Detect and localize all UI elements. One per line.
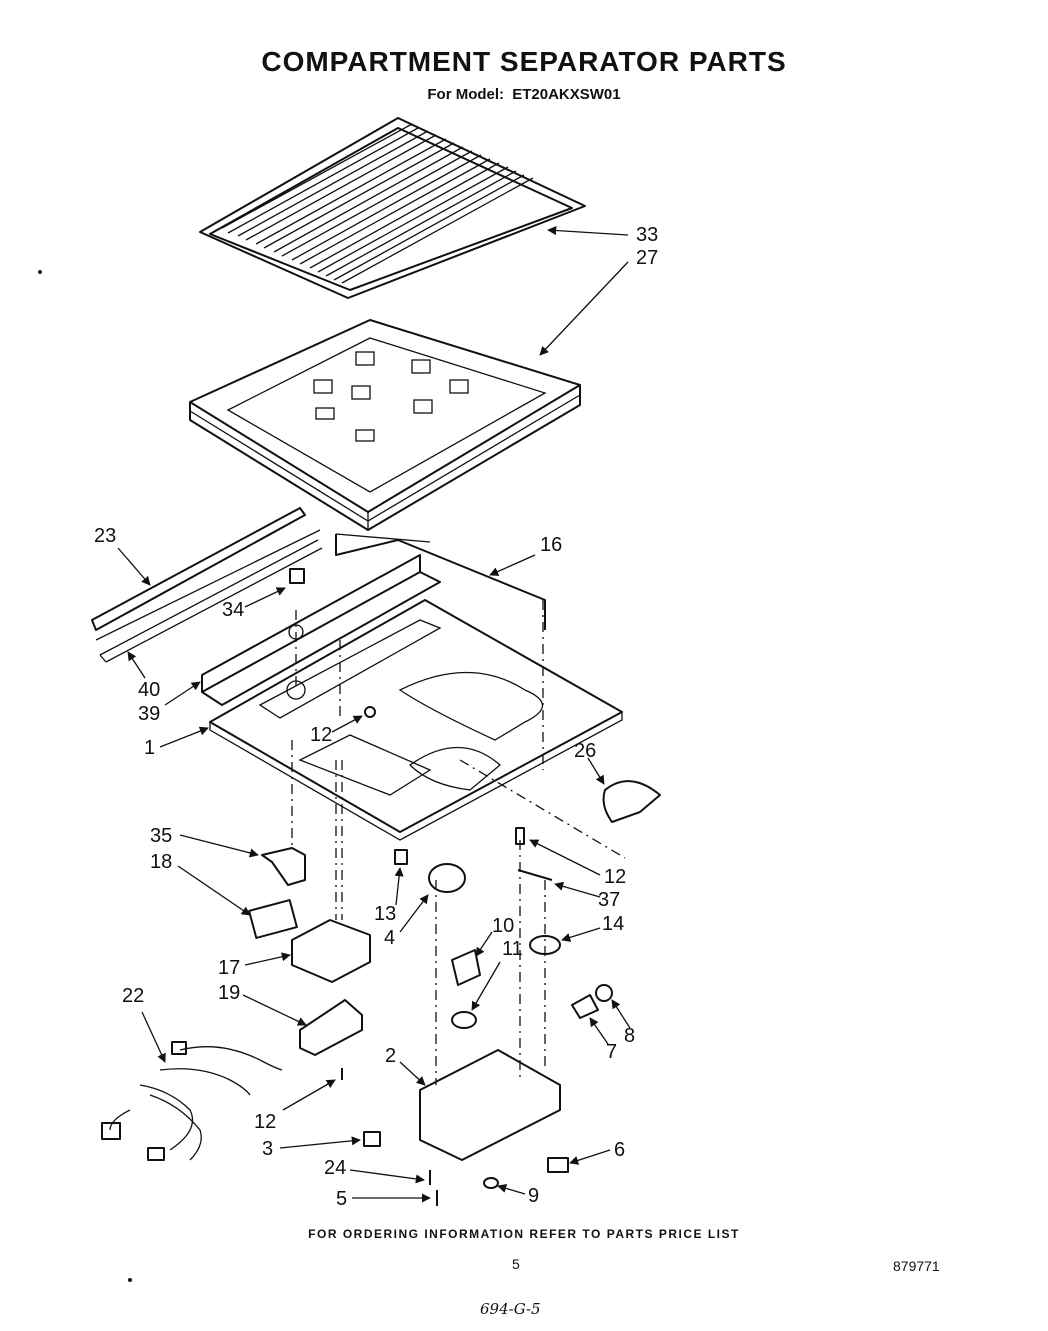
callout-22: 22 (122, 985, 144, 1007)
page-title: COMPARTMENT SEPARATOR PARTS (261, 46, 787, 77)
knob-11 (451, 1011, 477, 1029)
callout-11: 11 (502, 938, 523, 960)
callout-40: 40 (138, 679, 160, 701)
document-number: 879771 (893, 1258, 940, 1274)
callout-14: 14 (602, 913, 624, 935)
separator-frame-part (189, 319, 581, 531)
model-line: For Model: ET20AKXSW01 (0, 86, 1048, 103)
callout-labels: 33 27 23 16 34 40 39 1 12 26 35 18 13 4 … (94, 224, 658, 1210)
wire-harness-22 (101, 1041, 283, 1161)
control-housing-2 (419, 1049, 561, 1161)
callout-2: 2 (385, 1045, 396, 1067)
leader-lines (117, 225, 631, 1203)
callout-39: 39 (138, 703, 160, 725)
callout-12-right: 12 (604, 866, 626, 888)
callout-26: 26 (574, 740, 596, 762)
channel-part (201, 554, 441, 706)
callout-9: 9 (528, 1185, 539, 1207)
ordering-note: FOR ORDERING INFORMATION REFER TO PARTS … (308, 1227, 740, 1241)
lamp-socket-7 (571, 994, 599, 1019)
handwritten-code: 694-G-5 (480, 1300, 541, 1318)
callout-35: 35 (150, 825, 172, 847)
callout-8: 8 (624, 1025, 635, 1047)
gasket-18 (248, 899, 298, 939)
switch-6 (547, 1157, 569, 1173)
screw-12a (364, 706, 376, 718)
socket-14 (529, 935, 561, 955)
callout-5: 5 (336, 1188, 347, 1210)
screw-34 (289, 568, 305, 584)
shelf-cover-part (199, 117, 586, 299)
callout-18: 18 (150, 851, 172, 873)
thermostat-10 (451, 949, 481, 986)
page-number: 5 (512, 1256, 520, 1272)
callout-1: 1 (144, 737, 155, 759)
gasket-strip-part (91, 507, 323, 663)
clip-3 (363, 1131, 381, 1147)
callout-12-upper: 12 (310, 724, 332, 746)
bracket-19 (299, 999, 363, 1056)
scan-dot (38, 270, 42, 274)
callout-24: 24 (324, 1157, 346, 1179)
clip-37 (517, 869, 553, 881)
assembly-guide-lines (291, 600, 626, 1085)
bracket-35 (261, 847, 306, 886)
scan-dot (128, 1278, 132, 1282)
heater-wire-part (335, 533, 546, 630)
bulb-8 (595, 984, 613, 1002)
insulation-pad-part (602, 780, 661, 823)
housing-17 (291, 919, 371, 983)
callout-10: 10 (492, 915, 514, 937)
callout-23: 23 (94, 525, 116, 547)
callout-34: 34 (222, 599, 244, 621)
callout-3: 3 (262, 1138, 273, 1160)
callout-16: 16 (540, 534, 562, 556)
callout-17: 17 (218, 957, 240, 979)
fitting-4 (428, 863, 466, 893)
model-number: ET20AKXSW01 (512, 86, 621, 103)
callout-7: 7 (606, 1041, 617, 1063)
callout-13: 13 (374, 903, 396, 925)
nut-9 (483, 1177, 499, 1189)
callout-33: 33 (636, 224, 658, 246)
callout-12-lower: 12 (254, 1111, 276, 1133)
separator-panel-part (209, 599, 623, 841)
screw-12b (515, 827, 525, 845)
plug-13 (394, 849, 408, 865)
model-label: For Model: (427, 86, 505, 103)
callout-37: 37 (598, 889, 620, 911)
callout-6: 6 (614, 1139, 625, 1161)
callout-4: 4 (384, 927, 395, 949)
callout-27: 27 (636, 247, 658, 269)
small-parts (101, 568, 613, 1206)
callout-19: 19 (218, 982, 240, 1004)
